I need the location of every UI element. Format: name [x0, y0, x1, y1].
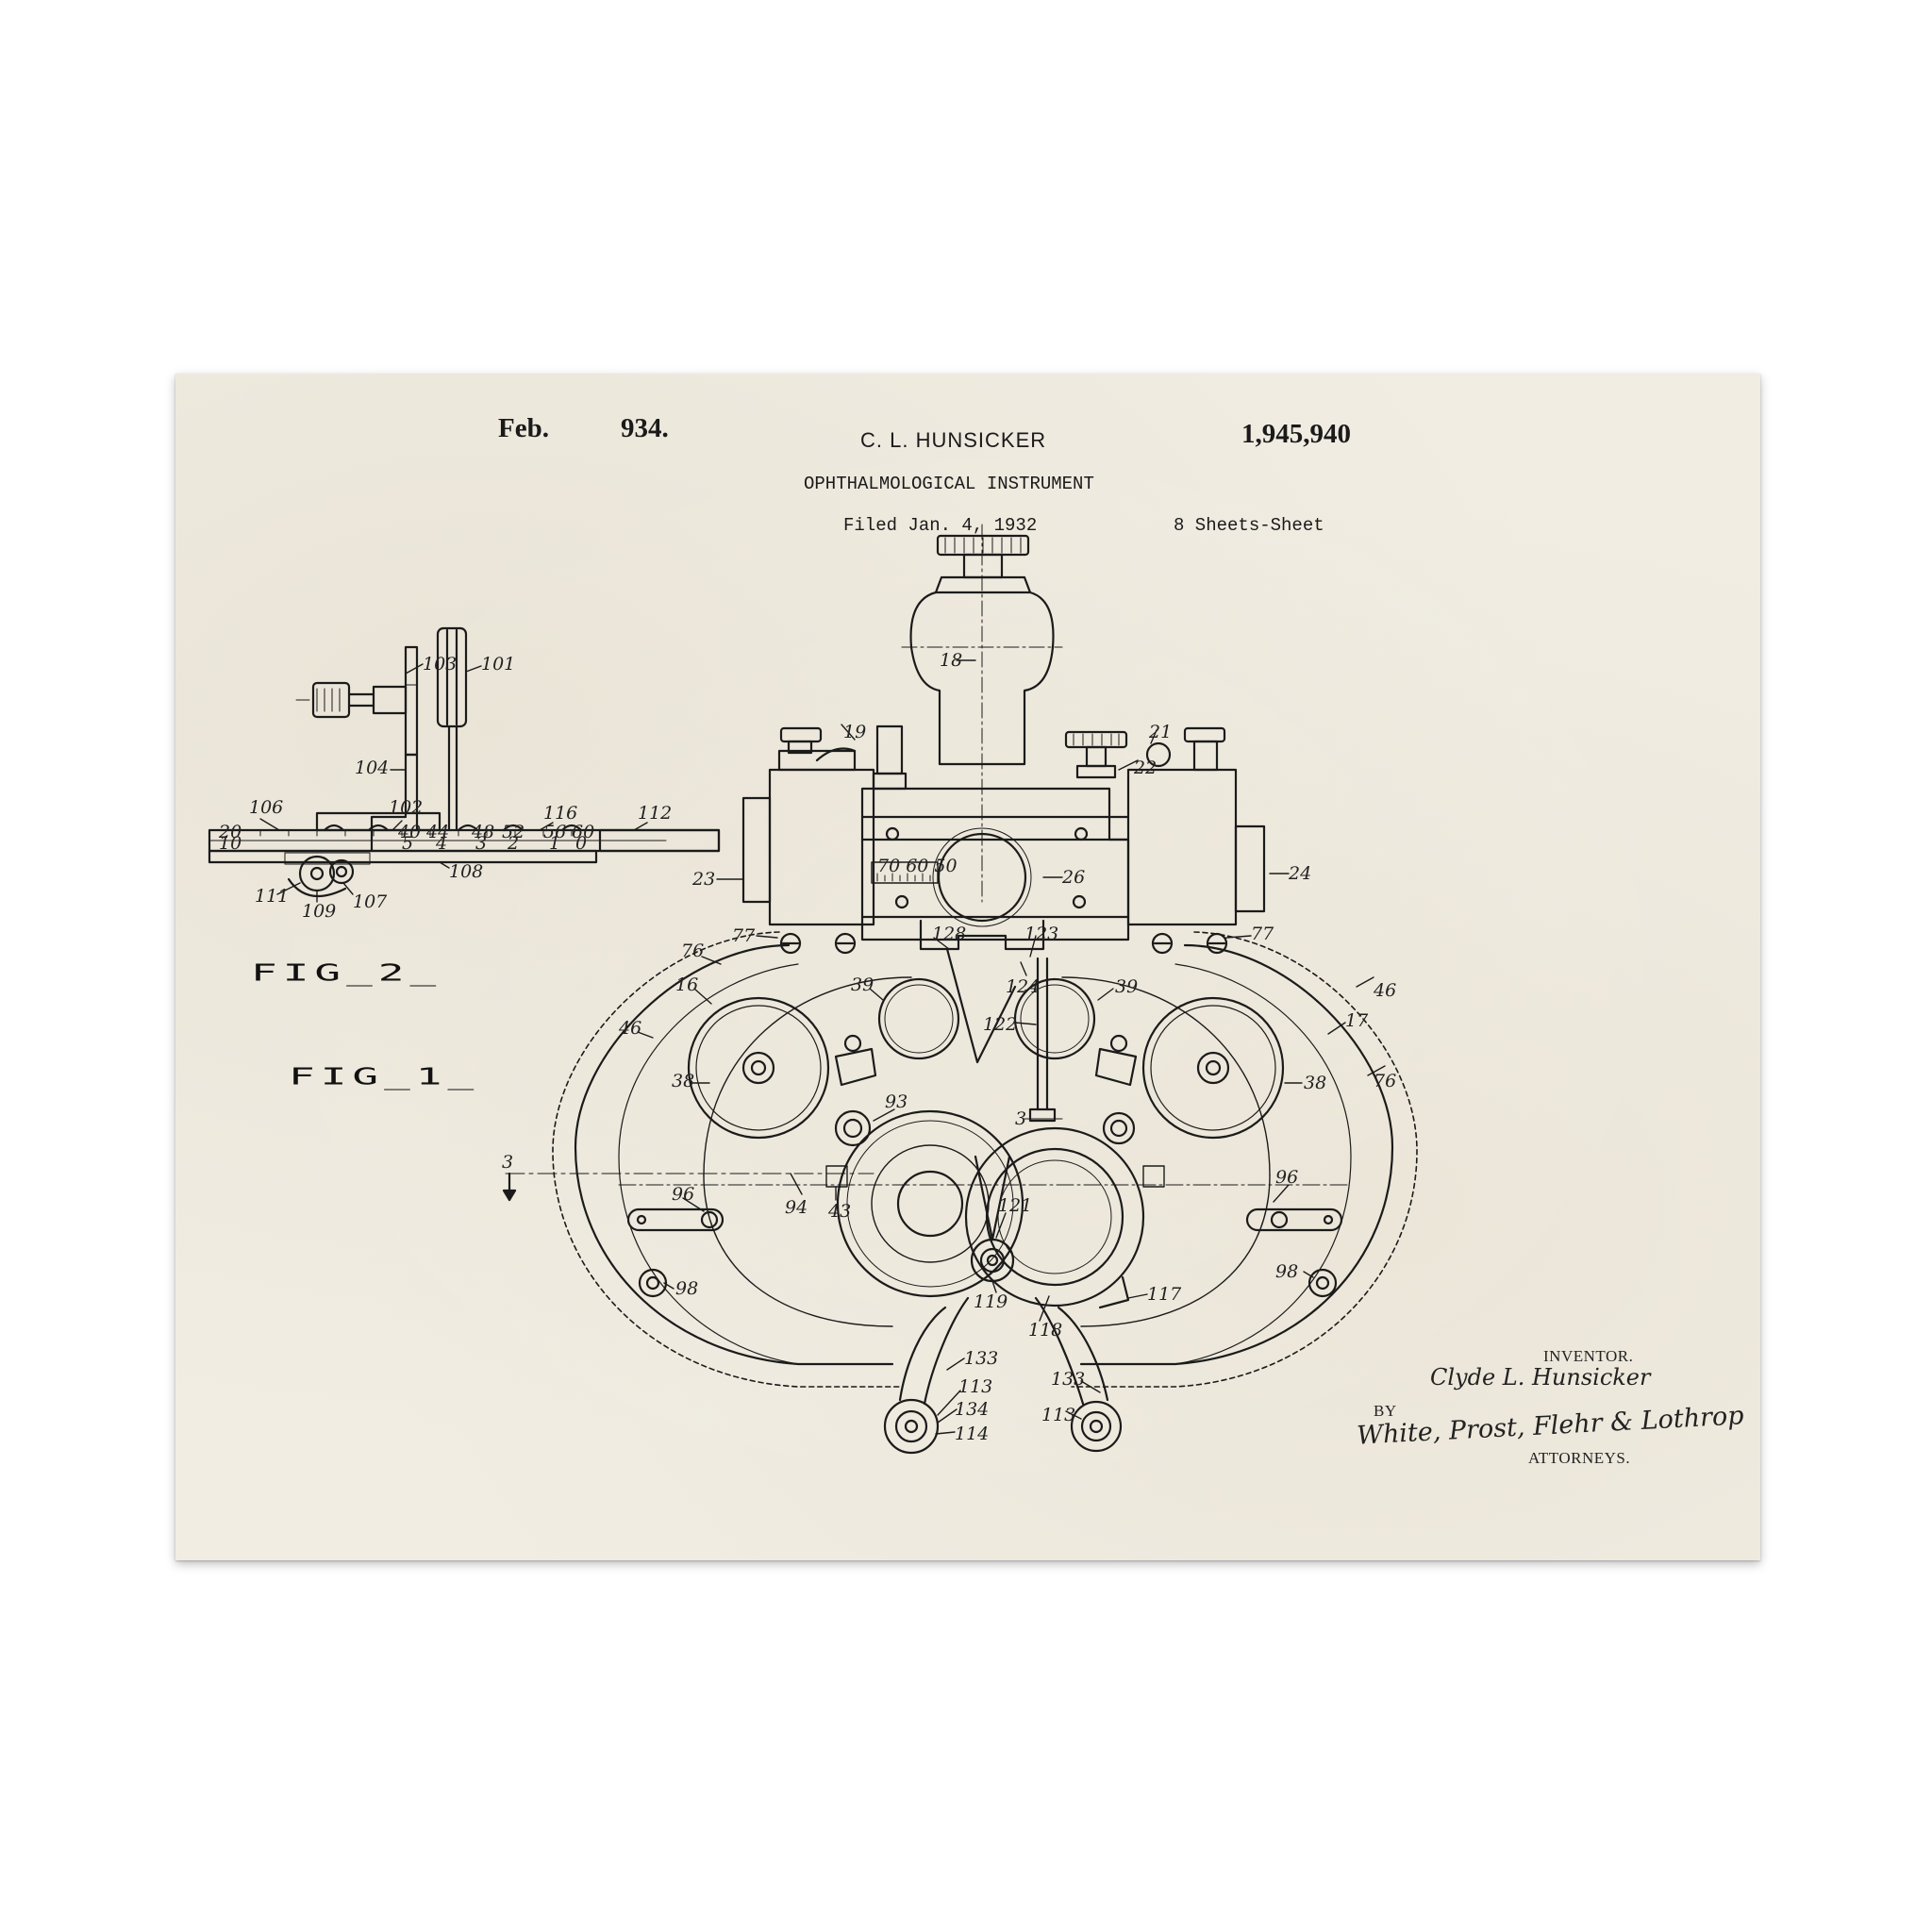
- ref-103: 103: [423, 654, 457, 675]
- ref-98-left: 98: [675, 1278, 698, 1299]
- ref-3-center: 3: [1015, 1108, 1026, 1129]
- reference-numerals: 103 101 104 106 102 116 112 111 109 107 …: [249, 650, 1396, 1444]
- fig-1-drawing: [502, 524, 1418, 1455]
- ref-112: 112: [638, 803, 672, 824]
- header-title: OPHTHALMOLOGICAL INSTRUMENT: [804, 474, 1094, 494]
- ref-113-right: 113: [1041, 1405, 1075, 1425]
- ref-121: 121: [998, 1195, 1032, 1216]
- header-patent-number: 1,945,940: [1241, 419, 1351, 449]
- ref-94: 94: [785, 1197, 808, 1218]
- ref-46-left: 46: [618, 1018, 641, 1039]
- scale-40: 40: [397, 822, 421, 842]
- ref-133-left: 133: [964, 1348, 998, 1369]
- scale-10: 10: [219, 833, 242, 854]
- ref-124: 124: [1006, 976, 1040, 997]
- scale-4: 4: [435, 833, 447, 854]
- scale-56: 56: [543, 822, 566, 842]
- scale-52: 52: [502, 822, 525, 842]
- ref-111: 111: [255, 886, 289, 907]
- header-filed: Filed Jan. 4, 1932: [843, 515, 1038, 536]
- scale-48: 48: [471, 822, 494, 842]
- scale-1: 1: [549, 833, 560, 854]
- inventor-label: INVENTOR.: [1543, 1347, 1634, 1365]
- ref-109: 109: [302, 901, 336, 922]
- ref-18: 18: [940, 650, 962, 671]
- ref-119: 119: [974, 1291, 1008, 1312]
- fig-1-label: FIG_1_: [289, 1062, 480, 1091]
- ref-43: 43: [827, 1201, 851, 1222]
- ref-38-right: 38: [1304, 1073, 1326, 1093]
- by-label: BY: [1374, 1402, 1397, 1420]
- patent-print-canvas: Feb. 934. C. L. HUNSICKER 1,945,940 OPHT…: [175, 374, 1760, 1560]
- ref-133-right: 133: [1051, 1369, 1085, 1390]
- scale-3: 3: [475, 833, 487, 854]
- scale-2: 2: [507, 833, 519, 854]
- ref-17: 17: [1345, 1010, 1369, 1031]
- ref-117: 117: [1147, 1284, 1182, 1305]
- header-year: 934.: [621, 413, 669, 443]
- ref-23: 23: [691, 869, 715, 890]
- ref-76-right: 76: [1374, 1071, 1396, 1091]
- ref-96-right: 96: [1275, 1167, 1298, 1188]
- ref-123: 123: [1024, 924, 1058, 944]
- header-sheets: 8 Sheets-Sheet: [1174, 515, 1324, 536]
- ref-118: 118: [1028, 1320, 1062, 1341]
- ref-77-right: 77: [1251, 924, 1274, 944]
- ref-22: 22: [1133, 758, 1157, 778]
- fig-2-scale: 20 40 44 48 52 56 60 10 5 4 3 2 1 0 70 6…: [218, 822, 958, 876]
- fig-2-drawing: [208, 626, 721, 903]
- ref-19: 19: [843, 722, 866, 742]
- ref-76-left: 76: [681, 941, 704, 961]
- dial-scale: 70 60 50: [877, 856, 958, 876]
- scale-0: 0: [575, 833, 587, 854]
- ref-116: 116: [543, 803, 577, 824]
- ref-101: 101: [481, 654, 515, 675]
- ref-98-right: 98: [1275, 1261, 1298, 1282]
- fig-2-label: FIG_2_: [251, 958, 442, 987]
- patent-drawing: 20 40 44 48 52 56 60 10 5 4 3 2 1 0 70 6…: [208, 524, 1418, 1455]
- ref-3-left: 3: [502, 1152, 513, 1173]
- ref-104: 104: [355, 758, 389, 778]
- scale-44: 44: [425, 822, 449, 842]
- ref-16: 16: [675, 974, 698, 995]
- scale-60: 60: [572, 822, 594, 842]
- ref-134: 134: [955, 1399, 989, 1420]
- scale-20: 20: [218, 822, 242, 842]
- ref-122: 122: [983, 1014, 1017, 1035]
- ref-38-left: 38: [672, 1071, 694, 1091]
- header-month: Feb.: [498, 413, 549, 443]
- ref-128: 128: [932, 924, 966, 944]
- ref-113-left: 113: [958, 1376, 992, 1397]
- ref-21: 21: [1148, 722, 1172, 742]
- ref-77-left: 77: [732, 925, 756, 946]
- ref-93: 93: [885, 1091, 908, 1112]
- attorneys-label: ATTORNEYS.: [1528, 1449, 1631, 1467]
- ref-46-right: 46: [1373, 980, 1396, 1001]
- ref-39-right: 39: [1115, 976, 1138, 997]
- ref-24: 24: [1288, 863, 1311, 884]
- inventor-name: Clyde L. Hunsicker: [1430, 1364, 1651, 1391]
- ref-107: 107: [353, 891, 388, 912]
- ref-106: 106: [249, 797, 283, 818]
- ref-39-left: 39: [851, 974, 874, 995]
- ref-108: 108: [449, 861, 483, 882]
- header-inventor: C. L. HUNSICKER: [860, 428, 1047, 452]
- scale-5: 5: [402, 833, 413, 854]
- ref-102: 102: [389, 797, 423, 818]
- ref-26: 26: [1061, 867, 1085, 888]
- ref-96-left: 96: [672, 1184, 694, 1205]
- ref-114: 114: [955, 1424, 989, 1444]
